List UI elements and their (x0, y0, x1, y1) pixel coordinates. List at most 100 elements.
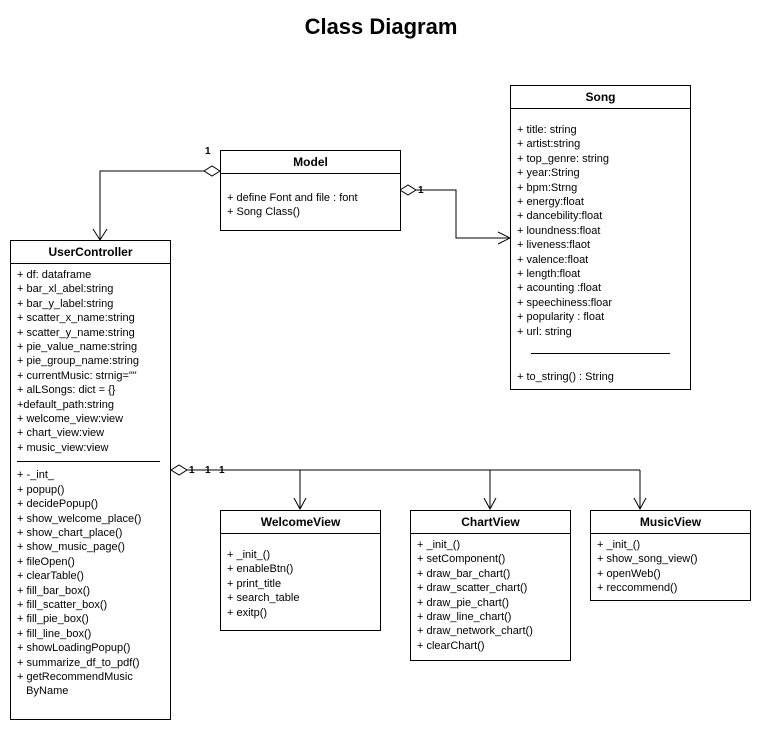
method-item: + show_welcome_place() (17, 512, 142, 525)
method-list: + define Font and file : font + Song Cla… (221, 174, 400, 220)
attribute-item: + scatter_x_name:string (17, 312, 135, 325)
attribute-item: + music_view:view (17, 441, 109, 454)
method-item: + fileOpen() (17, 555, 75, 568)
attribute-item: + scatter_y_name:string (17, 326, 135, 339)
model-song-connector (416, 189, 510, 239)
method-item: ByName (17, 685, 69, 698)
attribute-item: + alLSongs: dict = {} (17, 384, 116, 397)
method-item: + -_int_ (17, 469, 54, 482)
attribute-item: + dancebility:float (517, 210, 603, 223)
attribute-item: + title: string (517, 124, 577, 136)
method-item: + define Font and file : font (227, 192, 358, 204)
method-item: + draw_scatter_chart() (417, 582, 528, 595)
class-name: Model (221, 151, 400, 174)
diagram-title: Class Diagram (304, 14, 458, 39)
class-name: Song (511, 86, 690, 109)
method-item: + draw_bar_chart() (417, 567, 511, 580)
attribute-item: + popularity : float (517, 311, 605, 324)
song-aggregation-diamond (399, 184, 417, 196)
class-music-view: MusicView + _init_() + show_song_view() … (590, 510, 751, 601)
class-model: Model + define Font and file : font + So… (220, 150, 401, 231)
attribute-item: + url: string (517, 325, 572, 338)
attribute-item: + energy:float (517, 196, 584, 209)
method-item: + clearTable() (17, 570, 84, 583)
method-item: + decidePopup() (17, 498, 99, 511)
chartview-arrowhead (483, 497, 497, 511)
multiplicity-model-usercontroller: 1 (205, 146, 211, 157)
attribute-item: + year:String (517, 167, 580, 180)
method-item: + fill_pie_box() (17, 613, 89, 626)
method-item: + to_string() : String (517, 371, 614, 384)
method-item: + openWeb() (597, 567, 661, 580)
compartment-divider (17, 461, 160, 463)
method-list: + _init_() + enableBtn() + print_title +… (221, 534, 380, 620)
method-item: + reccommend() (597, 582, 678, 595)
method-item: + show_chart_place() (17, 526, 123, 539)
method-item: + fill_scatter_box() (17, 598, 108, 611)
attribute-list: + df: dataframe + bar_xl_abel:string + b… (11, 264, 170, 455)
class-name: UserController (11, 241, 170, 264)
attribute-item: + pie_value_name:string (17, 341, 138, 354)
method-item: + getRecommendMusic (17, 670, 133, 683)
usercontroller-aggregation-diamond (170, 464, 188, 476)
multiplicity-usercontroller-welcomeview: 1 (189, 465, 195, 476)
attribute-item: + welcome_view:view (17, 413, 124, 426)
method-item: + _init_() (597, 539, 641, 551)
method-item: + showLoadingPopup() (17, 642, 131, 655)
class-song: Song + title: string + artist:string + t… (510, 85, 691, 390)
method-item: + fill_bar_box() (17, 584, 91, 597)
method-item: + draw_line_chart() (417, 611, 512, 624)
attribute-item: + length:float (517, 268, 581, 281)
method-item: + summarize_df_to_pdf() (17, 656, 140, 669)
method-item: + fill_line_box() (17, 627, 92, 640)
multiplicity-usercontroller-musicview: 1 (219, 465, 225, 476)
welcomeview-arrowhead (293, 497, 307, 511)
multiplicity-usercontroller-chartview: 1 (205, 465, 211, 476)
method-item: + enableBtn() (227, 563, 294, 576)
attribute-list: + title: string + artist:string + top_ge… (511, 109, 690, 339)
attribute-item: + speechiness:floar (517, 296, 613, 309)
attribute-item: + loundness:float (517, 224, 601, 237)
method-item: + _init_() (227, 549, 271, 561)
method-list: + to_string() : String (511, 354, 690, 384)
class-name: MusicView (591, 511, 750, 534)
attribute-item: +default_path:string (17, 398, 114, 411)
attribute-item: + bpm:Strng (517, 181, 578, 194)
attribute-item: + chart_view:view (17, 427, 105, 440)
method-item: + clearChart() (417, 639, 485, 652)
method-item: + draw_network_chart() (417, 625, 533, 638)
model-usercontroller-connector (99, 170, 204, 240)
model-aggregation-diamond (203, 165, 221, 177)
attribute-item: + bar_xl_abel:string (17, 283, 114, 296)
method-list: + _init_() + show_song_view() + openWeb(… (591, 534, 750, 596)
method-item: + exitp() (227, 606, 268, 619)
attribute-item: + currentMusic: strnig="" (17, 369, 137, 382)
compartment-divider (531, 353, 670, 355)
attribute-item: + df: dataframe (17, 269, 92, 281)
class-chart-view: ChartView + _init_() + setComponent() + … (410, 510, 571, 661)
method-list: + _init_() + setComponent() + draw_bar_c… (411, 534, 570, 653)
class-name: WelcomeView (221, 511, 380, 534)
method-item: + popup() (17, 483, 65, 496)
method-item: + print_title (227, 577, 282, 590)
class-name: ChartView (411, 511, 570, 534)
attribute-item: + pie_group_name:string (17, 355, 139, 368)
method-list: + -_int_ + popup() + decidePopup() + sho… (11, 462, 170, 699)
musicview-arrowhead (633, 497, 647, 511)
method-item: + search_table (227, 592, 300, 605)
attribute-item: + top_genre: string (517, 152, 610, 165)
attribute-item: + bar_y_label:string (17, 297, 114, 310)
attribute-item: + artist:string (517, 138, 581, 151)
class-welcome-view: WelcomeView + _init_() + enableBtn() + p… (220, 510, 381, 631)
method-item: + _init_() (417, 539, 461, 551)
method-item: + show_music_page() (17, 541, 125, 554)
method-item: + show_song_view() (597, 553, 698, 566)
multiplicity-model-song: 1 (418, 185, 424, 196)
method-item: + draw_pie_chart() (417, 596, 510, 609)
method-item: + Song Class() (227, 206, 301, 219)
attribute-item: + liveness:flaot (517, 239, 591, 252)
attribute-item: + valence:float (517, 253, 589, 266)
attribute-item: + acounting :float (517, 282, 602, 295)
method-item: + setComponent() (417, 553, 506, 566)
